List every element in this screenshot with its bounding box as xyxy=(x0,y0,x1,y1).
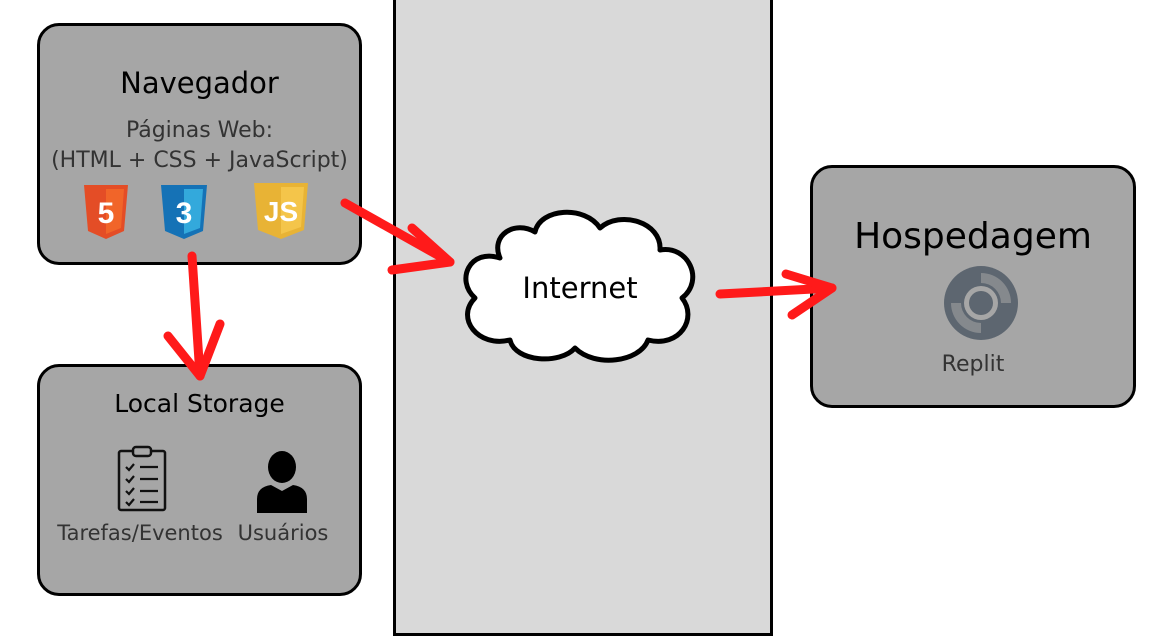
hospedagem-title: Hospedagem xyxy=(854,216,1092,257)
navegador-pages-label: Páginas Web: xyxy=(125,118,274,143)
internet-zone-band xyxy=(393,0,773,636)
internet-label: Internet xyxy=(522,271,638,305)
navegador-tech-label: (HTML + CSS + JavaScript) xyxy=(51,148,348,173)
hospedagem-box: Hospedagem Replit xyxy=(810,165,1136,408)
arrow-navegador-to-local-storage xyxy=(163,251,225,381)
usuarios-label: Usuários xyxy=(237,521,329,545)
svg-text:5: 5 xyxy=(98,197,115,230)
local-storage-box: Local Storage Tarefas/Eventos Usuários xyxy=(37,364,362,596)
replit-label: Replit xyxy=(941,352,1005,377)
local-storage-title: Local Storage xyxy=(114,389,285,418)
svg-text:JS: JS xyxy=(264,196,298,227)
navegador-box: Navegador Páginas Web: (HTML + CSS + Jav… xyxy=(37,23,362,265)
clipboard-checklist-icon xyxy=(116,445,168,517)
user-icon xyxy=(255,449,309,517)
svg-text:3: 3 xyxy=(176,197,193,230)
javascript-icon: JS xyxy=(252,181,310,245)
css3-icon: 3 xyxy=(159,183,209,245)
navegador-title: Navegador xyxy=(120,66,279,100)
tarefas-eventos-label: Tarefas/Eventos xyxy=(57,521,223,545)
html5-icon: 5 xyxy=(82,183,130,245)
replit-icon xyxy=(941,263,1021,347)
